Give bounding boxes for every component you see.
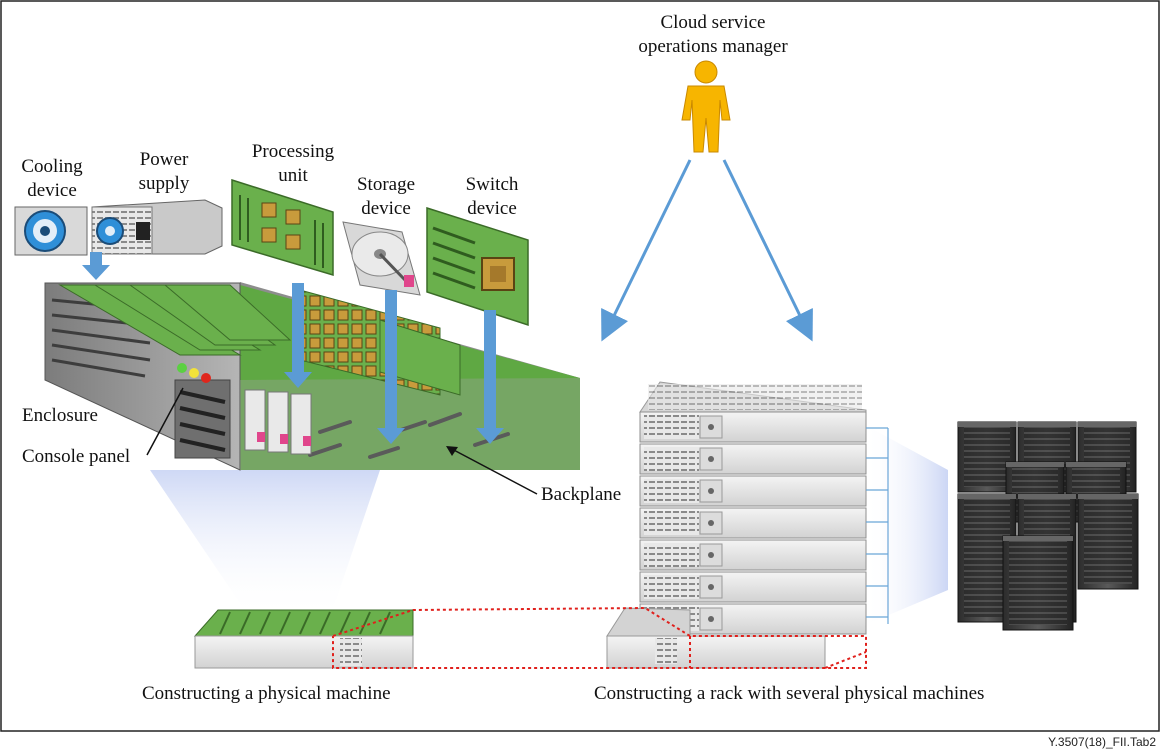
label-cooling-device: Cooling device bbox=[21, 156, 83, 201]
caption-physical-machine: Constructing a physical machine bbox=[142, 683, 391, 704]
stack-base-machine bbox=[606, 607, 826, 669]
rack-cabinet bbox=[1002, 535, 1074, 631]
machine-glow bbox=[150, 470, 380, 618]
rack-server-unit bbox=[639, 539, 867, 571]
server-stack bbox=[639, 381, 867, 635]
manager-arrow-right bbox=[722, 159, 813, 342]
rack-glow bbox=[865, 425, 948, 625]
projection-outline bbox=[332, 606, 867, 669]
enclosure bbox=[44, 282, 580, 471]
label-storage-device: Storage device bbox=[356, 174, 416, 219]
rack-cabinet bbox=[957, 493, 1017, 623]
label-backplane: Backplane bbox=[541, 484, 622, 505]
storage-device bbox=[342, 221, 421, 296]
rack-server-unit bbox=[639, 507, 867, 539]
led-green bbox=[177, 363, 187, 373]
rack-cabinet bbox=[957, 421, 1017, 493]
power-supply bbox=[91, 199, 223, 255]
rack-server-unit bbox=[639, 571, 867, 603]
label-power-supply: Power supply bbox=[138, 149, 190, 194]
processing-unit-board bbox=[231, 178, 334, 277]
led-yellow bbox=[189, 368, 199, 378]
caption-rack: Constructing a rack with several physica… bbox=[594, 683, 985, 704]
label-processing-unit: Processing unit bbox=[251, 141, 335, 186]
label-switch-device: Switch device bbox=[465, 174, 519, 219]
manager-arrow-left bbox=[601, 159, 692, 342]
switch-insert-arrow bbox=[476, 310, 504, 444]
switch-device bbox=[426, 206, 529, 327]
storage-insert-arrow bbox=[377, 290, 405, 444]
label-enclosure: Enclosure bbox=[22, 405, 98, 426]
backplane-leader bbox=[449, 447, 538, 495]
cooling-insert-arrow bbox=[82, 252, 110, 280]
console-leader bbox=[146, 387, 184, 456]
rack-cluster bbox=[957, 421, 1139, 631]
person-icon bbox=[681, 60, 731, 153]
rack-server-unit bbox=[639, 411, 867, 443]
label-cloud-manager: Cloud service operations manager bbox=[638, 12, 788, 57]
label-console-panel: Console panel bbox=[22, 446, 131, 467]
rack-server-unit bbox=[639, 443, 867, 475]
rack-cabinet bbox=[1077, 493, 1139, 590]
insertion-arrows bbox=[82, 252, 504, 444]
rack-server-unit bbox=[639, 475, 867, 507]
network-links bbox=[866, 427, 889, 624]
backplane-leader-head bbox=[446, 446, 458, 456]
figure-id: Y.3507(18)_FII.Tab2 bbox=[1048, 735, 1156, 749]
physical-machine-model bbox=[193, 609, 414, 669]
cooling-device bbox=[14, 206, 88, 256]
led-red bbox=[201, 373, 211, 383]
processing-insert-arrow bbox=[284, 283, 312, 388]
